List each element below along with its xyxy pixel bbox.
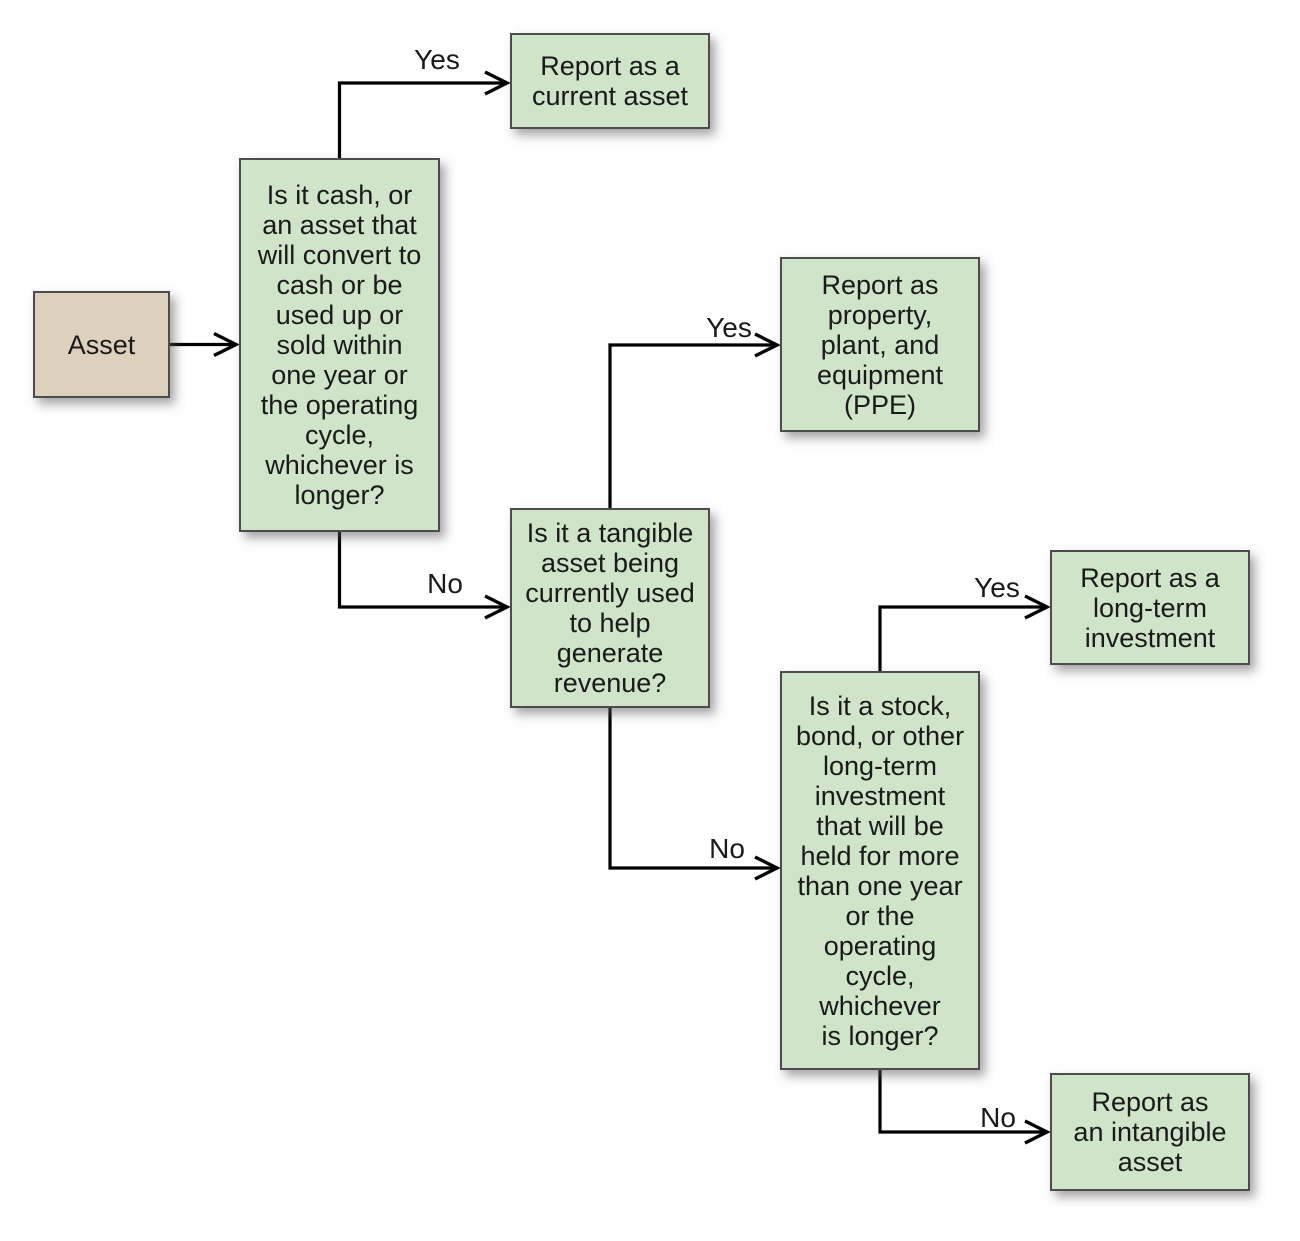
result-node-current-asset: Report as a current asset — [510, 33, 710, 129]
edge-cash-no-to-tangible-question — [337, 532, 511, 620]
edge-tangible-no-to-investment-question — [608, 708, 781, 881]
edge-investment-no-to-intangible — [878, 1070, 1051, 1145]
decision-node-cash: Is it cash, or an asset that will conver… — [239, 158, 440, 532]
start-node-asset: Asset — [33, 291, 170, 398]
edge-investment-yes-to-long-term — [878, 594, 1051, 671]
edge-label-yes-2: Yes — [706, 312, 752, 343]
edge-cash-yes-to-current-asset — [337, 70, 511, 158]
decision-node-investment: Is it a stock, bond, or other long-term … — [780, 671, 980, 1070]
result-node-ppe: Report as property, plant, and equipment… — [780, 257, 980, 432]
edge-label-no-2: No — [709, 833, 745, 864]
decision-node-tangible: Is it a tangible asset being currently u… — [510, 508, 710, 708]
edge-label-no-3: No — [980, 1102, 1016, 1133]
edge-label-no-1: No — [427, 568, 463, 599]
edge-tangible-yes-to-ppe — [608, 332, 781, 508]
edge-label-yes-1: Yes — [414, 44, 460, 75]
edge-label-yes-3: Yes — [974, 572, 1020, 603]
result-node-long-term-investment: Report as a long-term investment — [1050, 550, 1250, 665]
result-node-intangible-asset: Report as an intangible asset — [1050, 1073, 1250, 1191]
